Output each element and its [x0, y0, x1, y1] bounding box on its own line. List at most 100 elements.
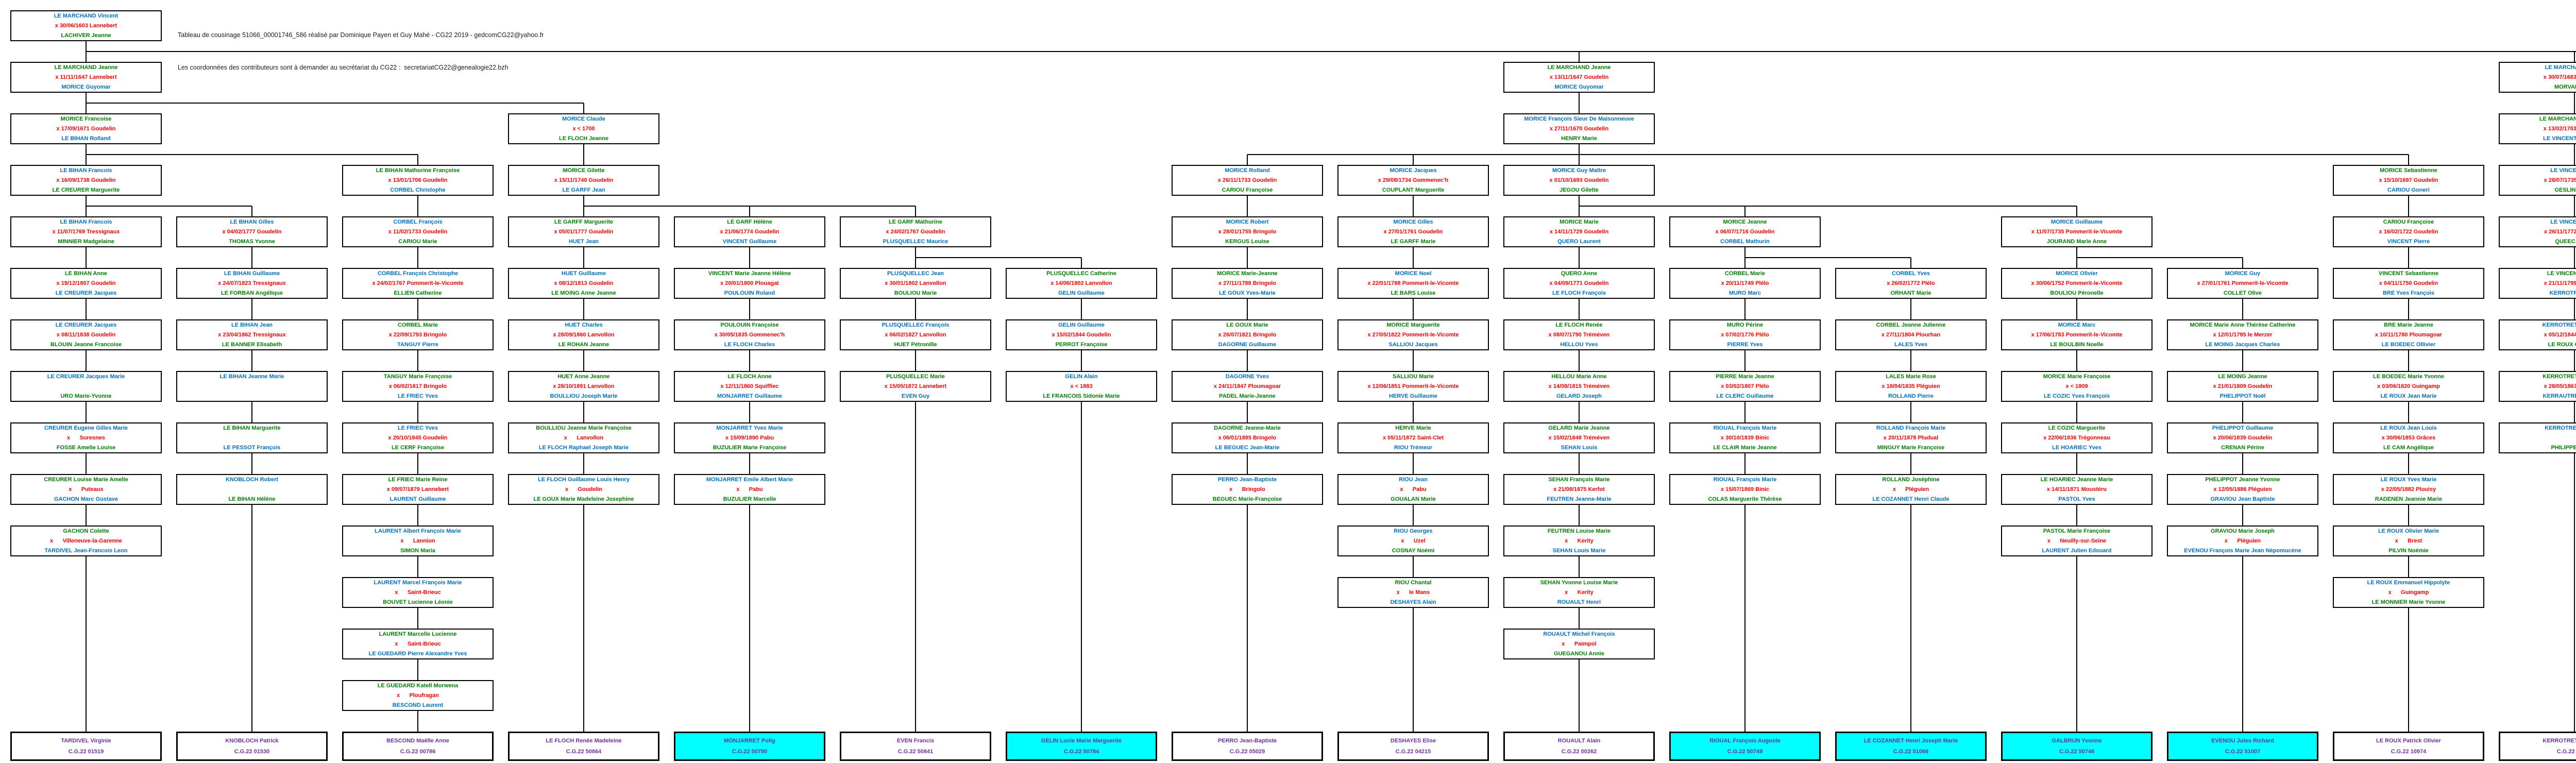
marriage-info: x 08/07/1790 Tréméven [1548, 332, 1610, 338]
spouse-name: HERVE Guillaume [1389, 393, 1437, 399]
contributor-name: EVENOU Jules Richard [2211, 738, 2274, 744]
spouse-name: LE BOULBIN Noelle [2050, 342, 2104, 348]
person-name: LE MARCHAND Jeanne [1547, 64, 1611, 71]
marriage-info: x 04/09/1771 Goudelin [1549, 280, 1609, 286]
contributor-box-c16r15: KERROTRET FrançoiseC.G.22 00503 [2499, 732, 2576, 761]
spouse-name: LE MOING Anne Jeanne [551, 290, 616, 296]
marriage-info: x 28/01/1755 Bringolo [1218, 229, 1277, 235]
spouse-name: LE BEGUEC Jean-Marie [1215, 445, 1280, 451]
spouse-name: COSNAY Noëmi [1392, 548, 1435, 554]
person-box-c16r2: LE MARCHAND Denisx 30/07/1683 LannebertM… [2499, 62, 2576, 93]
marriage-info: x Saint-Brieuc [395, 589, 441, 596]
person-name: MORICE Marc [2058, 322, 2096, 328]
spouse-name: ROLLAND Pierre [1888, 393, 1934, 399]
spouse-name: LE MONNIER Marie Yvonne [2371, 599, 2446, 605]
marriage-info: x 11/07/1769 Tressignaux [52, 229, 120, 235]
spouse-name: LE ROUX Catherine [2548, 342, 2576, 348]
person-name: LAURENT Albert François Marie [375, 528, 461, 534]
person-name: CORBEL François [393, 219, 443, 225]
marriage-info: x 14/11/1729 Goudelin [1549, 229, 1609, 235]
marriage-info: x 14/11/1871 Moustéru [2046, 486, 2107, 493]
contributor-name: GELIN Lucie Marie Marguerite [1041, 738, 1122, 744]
person-name: LE HOARIEC Jeanne Marie [2040, 477, 2113, 483]
person-name: LE ROUX Jean Louis [2380, 425, 2437, 431]
person-name: LE CREURER Jacques Marie [47, 374, 125, 380]
spouse-name [177, 392, 327, 401]
spouse-name: PLUSQUELLEC Maurice [883, 239, 948, 245]
marriage-info: x 22/09/1793 Bringolo [388, 332, 447, 338]
person-name: RIOU Georges [1394, 528, 1433, 534]
person-name: MORICE Sebastienne [2380, 167, 2437, 174]
marriage-info: x Pléguien [2224, 538, 2261, 544]
person-name: MORICE Marie Françoise [2043, 374, 2111, 380]
spouse-name: BLOUIN Jeanne Francoise [50, 342, 122, 348]
person-name: MORICE Marie [1560, 219, 1599, 225]
marriage-info: x Puteaux [69, 486, 104, 493]
person-name: BOULLIOU Jeanne Marie Françoise [536, 425, 632, 431]
marriage-info: x 20/11/1749 Plélo [1721, 280, 1769, 286]
marriage-info: x 21/06/1774 Goudelin [720, 229, 779, 235]
marriage-info: x 22/01/1788 Pommerit-le-Vicomte [1367, 280, 1459, 286]
marriage-info: x 07/02/1776 Plélo [1721, 332, 1769, 338]
spouse-name: ORHANT Marie [1890, 290, 1931, 296]
spouse-name: JEGOU Gilette [1560, 187, 1599, 193]
marriage-info: x 04/11/1750 Goudelin [2379, 280, 2438, 286]
spouse-name: LALES Yves [1894, 342, 1927, 348]
spouse-name: LE CERF Françoise [391, 445, 445, 451]
marriage-info: x Kerity [1565, 589, 1594, 596]
person-box-c2r8: LE BIHAN Jeanne Marie [176, 371, 328, 402]
person-name: MORICE Guy [2225, 270, 2261, 277]
person-name: LE CREURER Jacques [55, 322, 117, 328]
spouse-name: LE GARFF Marie [1391, 239, 1436, 245]
marriage-info: x 05/01/1777 Goudelin [554, 229, 614, 235]
person-name: TANGUY Marie Françoise [383, 374, 452, 380]
marriage-info: x 13/01/1706 Goudelin [388, 177, 448, 183]
spouse-name: PHELIPPOT Noël [2219, 393, 2266, 399]
marriage-info: x 15/11/1740 Goudelin [554, 177, 614, 183]
person-name: CORBEL Marie [1724, 270, 1766, 277]
spouse-name: PERROT Françoise [1055, 342, 1108, 348]
marriage-info: x Pabu [1400, 486, 1427, 493]
spouse-name: CARIOU Marie [398, 239, 437, 245]
person-name: LE FRIEC Marie Reine [388, 477, 448, 483]
person-name: LE BIHAN Guillaume [224, 270, 280, 277]
marriage-info: x Pléguien [1892, 486, 1929, 493]
spouse-name: PIERRE Yves [1727, 342, 1763, 348]
marriage-info: x le Mans [1396, 589, 1430, 596]
spouse-name: VINCENT Pierre [2387, 239, 2430, 245]
spouse-name: LE FLOCH Charles [724, 342, 775, 348]
contributor-code: C.G.22 01519 [68, 749, 104, 755]
person-name: MORICE Jeanne [1723, 219, 1767, 225]
marriage-info: x 26/07/1821 Bringolo [1218, 332, 1277, 338]
person-name: GACHON Colette [63, 528, 109, 534]
person-name: MORICE Gilles [1393, 219, 1433, 225]
spouse-name: SALLIOU Jacques [1388, 342, 1438, 348]
marriage-info: x 26/11/1772 Tréméven [2544, 229, 2576, 235]
marriage-info: x 03/06/1820 Guingamp [2377, 383, 2440, 389]
